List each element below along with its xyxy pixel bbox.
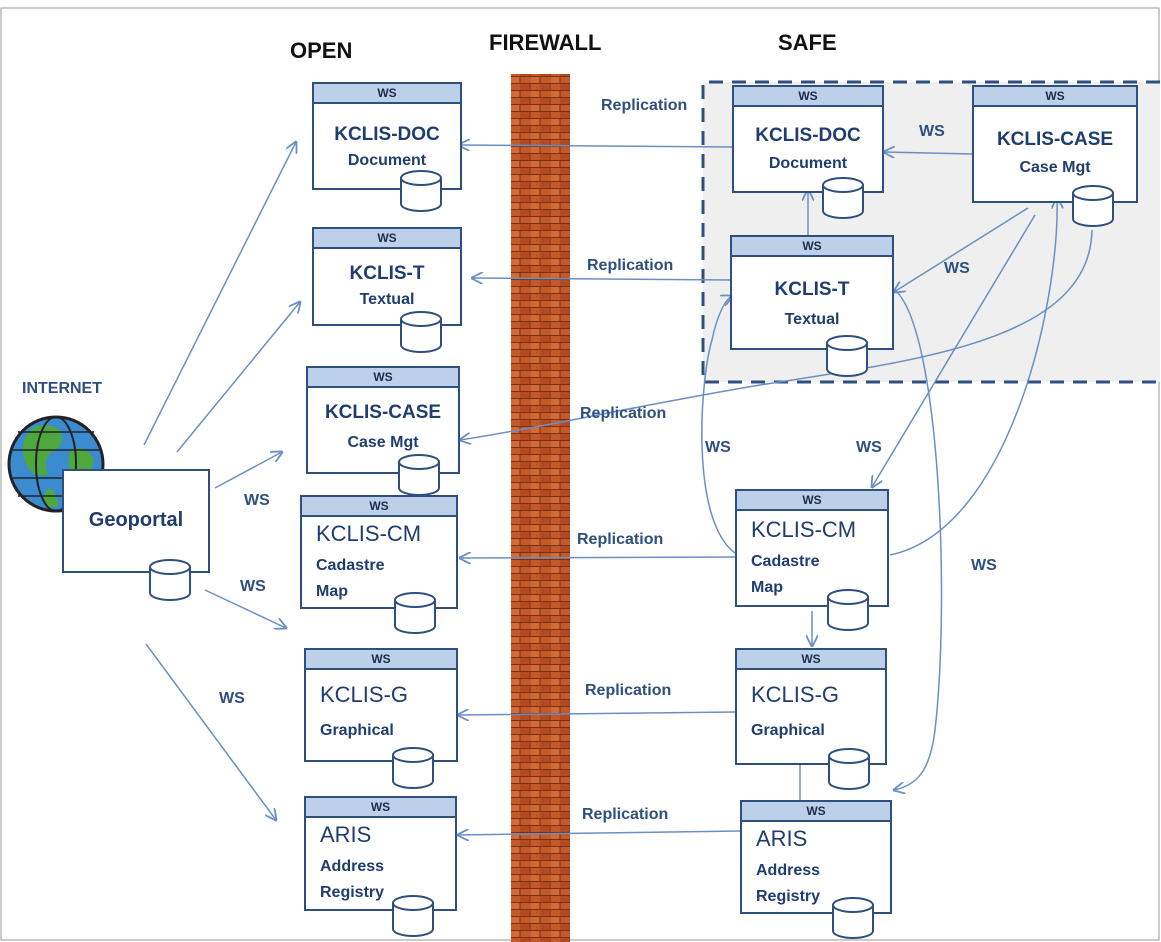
box-title: KCLIS-DOC	[755, 125, 861, 146]
open-kclis-t-box[interactable]: WS KCLIS-T Textual	[312, 227, 462, 326]
database-icon	[826, 335, 868, 377]
box-title: ARIS	[320, 822, 372, 847]
safe-kclis-t-box[interactable]: WS KCLIS-T Textual	[730, 235, 894, 350]
database-icon	[400, 170, 442, 212]
box-subtitle: Case Mgt	[1019, 159, 1091, 176]
replication-label: Replication	[577, 531, 664, 548]
open-aris-box[interactable]: WS ARIS Address Registry	[304, 796, 457, 911]
box-line-1: Graphical	[320, 722, 394, 739]
box-title: KCLIS-T	[349, 263, 425, 284]
safe-kclis-doc-box[interactable]: WS KCLIS-DOC Document	[732, 85, 884, 193]
replication-label: Replication	[585, 682, 672, 699]
ws-tab: WS	[742, 802, 890, 822]
box-subtitle: Textual	[784, 311, 840, 328]
box-title: KCLIS-G	[751, 682, 840, 707]
safe-zone-header: SAFE	[778, 30, 837, 55]
box-line-1: Cadastre	[316, 557, 385, 574]
firewall-header: FIREWALL	[489, 30, 602, 55]
ws-label: WS	[919, 123, 945, 140]
box-subtitle: Document	[768, 155, 848, 172]
box-subtitle: Textual	[359, 291, 415, 308]
ws-tab: WS	[732, 237, 892, 257]
box-line-1: Address	[756, 862, 821, 879]
box-title: KCLIS-T	[774, 279, 850, 300]
replication-connections	[458, 145, 1093, 835]
box-line-1: Address	[320, 858, 385, 875]
database-icon	[822, 177, 864, 219]
ws-label: WS	[244, 492, 270, 509]
replication-label: Replication	[582, 806, 669, 823]
box-title: KCLIS-G	[320, 682, 409, 707]
internet-label: INTERNET	[22, 380, 102, 397]
ws-tab: WS	[314, 229, 460, 249]
safe-kclis-g-box[interactable]: WS KCLIS-G Graphical	[735, 648, 887, 765]
box-line-2: Map	[751, 579, 783, 596]
box-subtitle: Document	[347, 152, 427, 169]
geoportal-connections	[143, 142, 300, 820]
box-title: KCLIS-CASE	[996, 129, 1114, 150]
ws-tab: WS	[302, 497, 456, 517]
box-subtitle: Case Mgt	[347, 434, 419, 451]
box-title: ARIS	[756, 826, 808, 851]
box-line-2: Registry	[756, 888, 821, 905]
open-kclis-cm-box[interactable]: WS KCLIS-CM Cadastre Map	[300, 495, 458, 609]
ws-tab: WS	[308, 368, 458, 388]
box-title: KCLIS-CASE	[324, 402, 442, 423]
ws-tab: WS	[314, 84, 460, 104]
ws-tab: WS	[306, 798, 455, 818]
ws-label: WS	[944, 260, 970, 277]
box-line-1: Cadastre	[751, 553, 820, 570]
replication-label: Replication	[580, 405, 667, 422]
open-kclis-doc-box[interactable]: WS KCLIS-DOC Document	[312, 82, 462, 190]
ws-tab: WS	[306, 650, 456, 670]
open-zone-header: OPEN	[290, 38, 353, 63]
box-line-2: Map	[316, 583, 348, 600]
geoportal-label: Geoportal	[88, 509, 184, 531]
geoportal-box[interactable]: Geoportal	[62, 469, 210, 573]
database-icon	[400, 311, 442, 353]
database-icon	[832, 897, 874, 939]
database-icon	[149, 559, 191, 601]
ws-label: WS	[856, 439, 882, 456]
ws-label: WS	[240, 578, 266, 595]
database-icon	[1072, 185, 1114, 227]
box-line-2: Registry	[320, 884, 385, 901]
database-icon	[394, 592, 436, 634]
ws-tab: WS	[734, 87, 882, 107]
open-kclis-case-box[interactable]: WS KCLIS-CASE Case Mgt	[306, 366, 460, 474]
safe-kclis-case-box[interactable]: WS KCLIS-CASE Case Mgt	[972, 85, 1138, 203]
ws-label: WS	[705, 439, 731, 456]
box-title: KCLIS-DOC	[334, 124, 440, 145]
database-icon	[392, 895, 434, 937]
safe-aris-box[interactable]: WS ARIS Address Registry	[740, 800, 892, 914]
box-line-1: Graphical	[751, 722, 825, 739]
ws-label: WS	[219, 690, 245, 707]
box-title: KCLIS-CM	[316, 521, 422, 546]
box-title: KCLIS-CM	[751, 517, 857, 542]
database-icon	[392, 747, 434, 789]
replication-label: Replication	[601, 97, 688, 114]
database-icon	[398, 454, 440, 496]
ws-tab: WS	[737, 491, 887, 511]
frame-border	[0, 7, 1160, 941]
ws-connections	[701, 152, 1057, 800]
ws-label: WS	[971, 557, 997, 574]
open-kclis-g-box[interactable]: WS KCLIS-G Graphical	[304, 648, 458, 762]
safe-kclis-cm-box[interactable]: WS KCLIS-CM Cadastre Map	[735, 489, 889, 607]
replication-label: Replication	[587, 257, 674, 274]
firewall-wall	[511, 74, 570, 942]
database-icon	[827, 589, 869, 631]
ws-tab: WS	[974, 87, 1136, 107]
database-icon	[828, 748, 870, 790]
ws-tab: WS	[737, 650, 885, 670]
